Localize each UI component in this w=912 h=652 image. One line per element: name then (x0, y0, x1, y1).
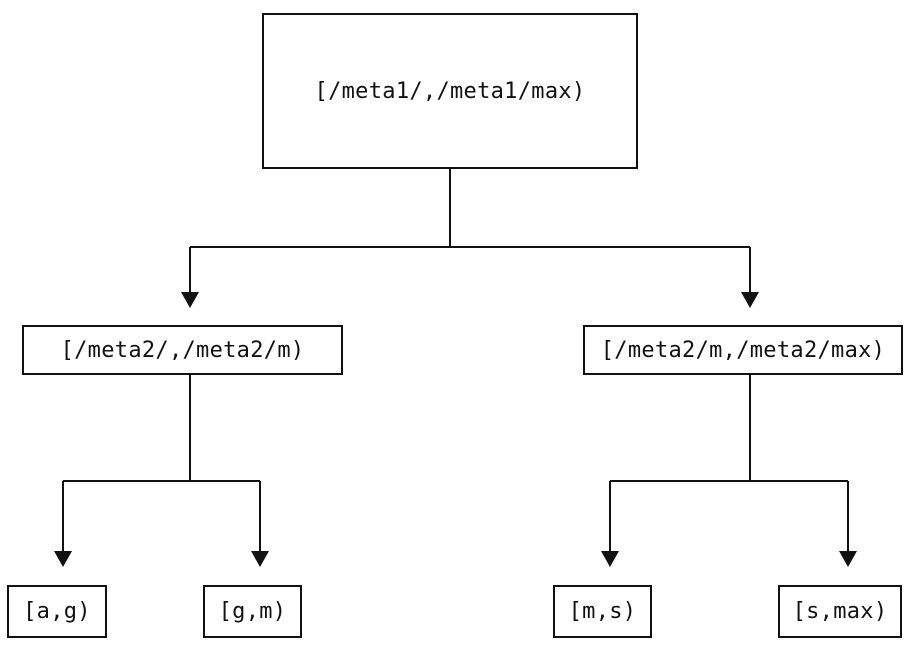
tree-node-label: [s,max) (792, 599, 888, 624)
arrowhead-down-icon (601, 551, 619, 567)
tree-node-label: [/meta2/,/meta2/m) (60, 337, 305, 363)
arrowhead-down-icon (181, 292, 199, 308)
tree-node-label: [/meta2/m,/meta2/max) (600, 337, 886, 363)
tree-node-leaf-gm: [g,m) (203, 585, 302, 638)
tree-node-leaf-ms: [m,s) (553, 585, 652, 638)
tree-node-label: [m,s) (568, 599, 637, 624)
tree-node-meta2-high: [/meta2/m,/meta2/max) (583, 325, 903, 375)
tree-node-label: [/meta1/,/meta1/max) (314, 78, 586, 104)
arrowhead-down-icon (251, 551, 269, 567)
tree-node-leaf-ag: [a,g) (7, 585, 107, 638)
tree-node-root: [/meta1/,/meta1/max) (262, 13, 638, 169)
arrowhead-down-icon (54, 551, 72, 567)
arrowhead-down-icon (839, 551, 857, 567)
tree-node-leaf-smax: [s,max) (778, 585, 902, 638)
tree-node-label: [g,m) (218, 599, 287, 624)
tree-node-label: [a,g) (23, 599, 91, 624)
arrowhead-down-icon (741, 292, 759, 308)
tree-node-meta2-low: [/meta2/,/meta2/m) (22, 325, 343, 375)
